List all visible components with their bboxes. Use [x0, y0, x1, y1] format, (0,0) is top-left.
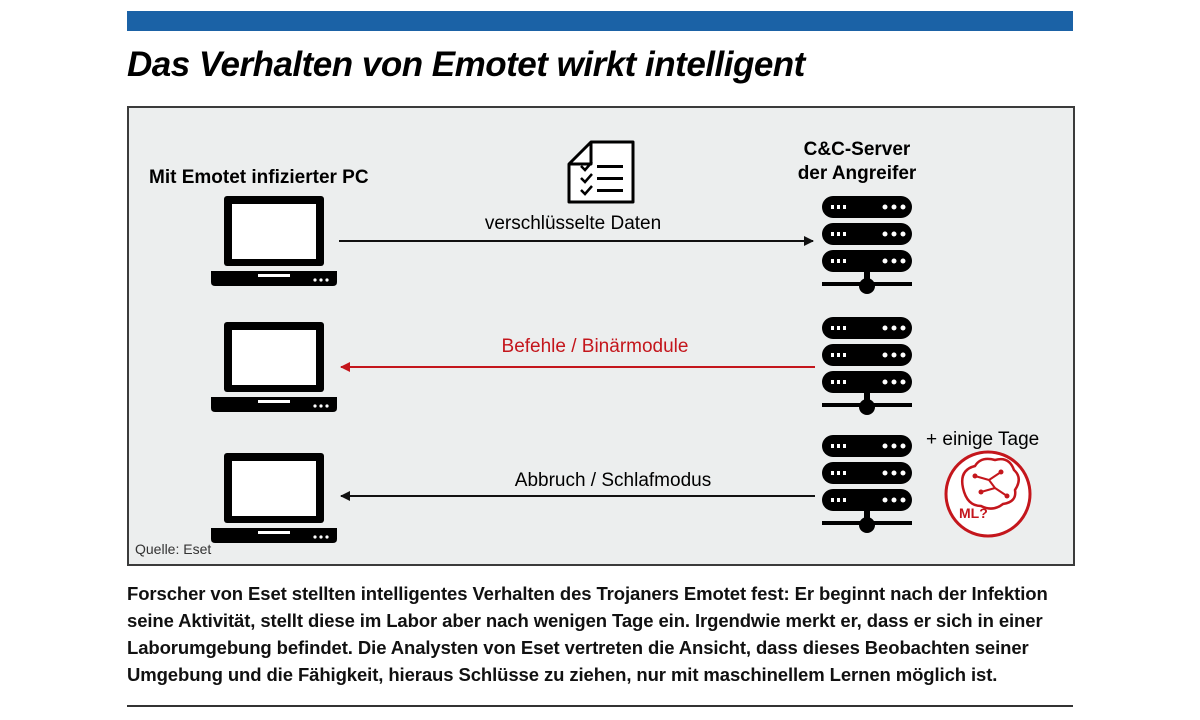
extra-days-note: + einige Tage: [926, 429, 1039, 450]
server-label-line1: C&C-Server: [804, 139, 911, 160]
flow-label-abort: Abbruch / Schlafmodus: [515, 470, 711, 491]
page-title: Das Verhalten von Emotet wirkt intellige…: [127, 45, 805, 84]
server-label-line2: der Angreifer: [798, 163, 917, 184]
server-icon: [822, 317, 912, 415]
server-icon: [822, 196, 912, 294]
laptop-icon: [211, 322, 337, 412]
checklist-document-icon: [567, 140, 635, 204]
pc-label: Mit Emotet infizierter PC: [149, 167, 369, 188]
top-accent-bar: [127, 11, 1073, 31]
flow-label-encrypted-data: verschlüsselte Daten: [485, 213, 661, 234]
caption-text: Forscher von Eset stellten intelligentes…: [127, 583, 1048, 685]
diagram-panel: Mit Emotet infizierter PC C&C-Server der…: [127, 106, 1075, 566]
flow-diagram: Mit Emotet infizierter PC C&C-Server der…: [135, 139, 1039, 557]
laptop-icon: [211, 453, 337, 543]
ml-badge-label: ML?: [959, 505, 988, 521]
ml-brain-icon: [944, 450, 1032, 538]
bottom-divider: [127, 705, 1073, 707]
flow-label-commands: Befehle / Binärmodule: [502, 336, 689, 357]
laptop-icon: [211, 196, 337, 286]
source-note: Quelle: Eset: [135, 541, 211, 557]
server-icon: [822, 435, 912, 533]
